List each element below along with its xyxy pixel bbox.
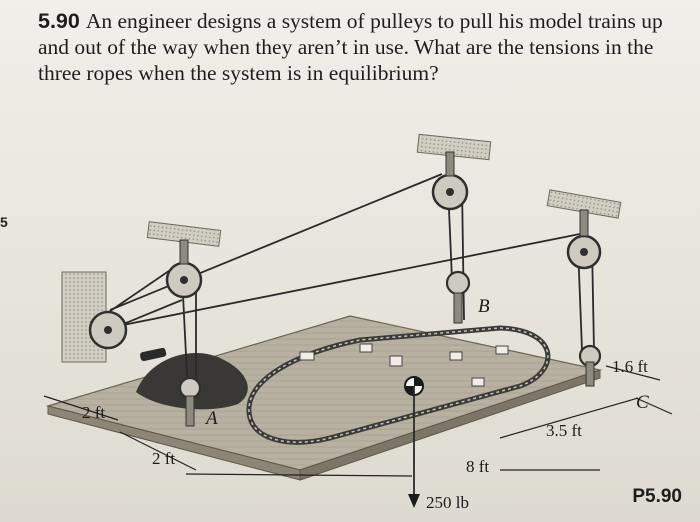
dim-left-upper-label: 2 ft — [82, 403, 105, 422]
dim-left-lower-label: 2 ft — [152, 449, 175, 468]
point-a-label: A — [204, 408, 218, 429]
pulley-left-top — [165, 239, 203, 299]
problem-number: 5.90 — [38, 9, 80, 33]
pulley-wall — [88, 310, 167, 362]
page-edge-mark: 5 — [0, 214, 8, 230]
dim-right-height-label: 1.6 ft — [612, 357, 648, 376]
weight-label: 250 lb — [426, 493, 469, 512]
point-c-label: C — [636, 392, 649, 413]
pulley-right-top — [566, 209, 602, 270]
dim-bottom-label: 8 ft — [466, 457, 489, 476]
pulley-c — [578, 344, 602, 387]
train-board — [45, 315, 603, 481]
dimension-lines — [43, 365, 673, 477]
problem-text: An engineer designs a system of pulleys … — [38, 9, 663, 85]
pulley-a — [178, 376, 202, 427]
weight-arrow — [408, 494, 420, 508]
pulley-b — [445, 270, 471, 324]
figure-id: P5.90 — [632, 486, 682, 507]
dim-right-width-label: 3.5 ft — [546, 421, 582, 440]
pulley-center-top — [431, 151, 469, 211]
ropes — [99, 173, 595, 496]
point-b-label: B — [478, 296, 490, 317]
